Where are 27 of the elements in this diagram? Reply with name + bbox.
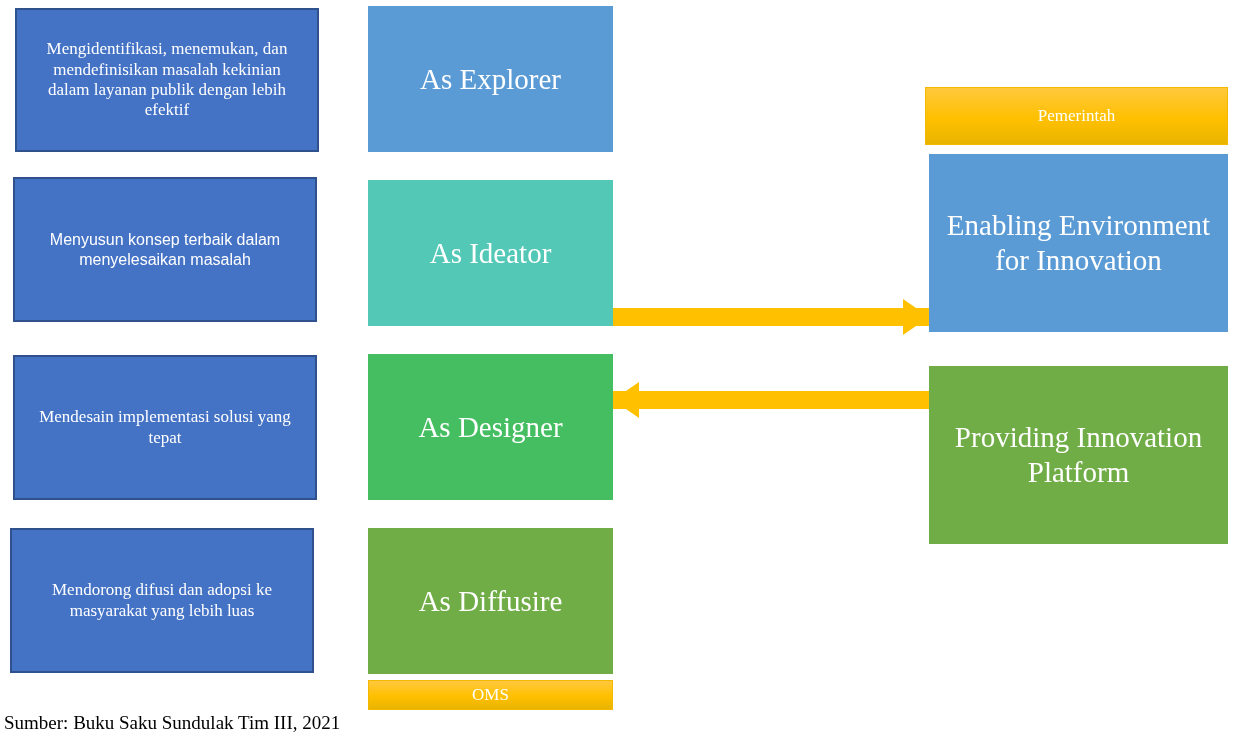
description-text: Mengidentifikasi, menemukan, dan mendefinisikan masalah kekinian dalam layanan publik dengan lebih efektif <box>45 39 289 121</box>
role-box <box>368 528 613 674</box>
box-label: Enabling Environment for Innovation <box>945 208 1212 278</box>
box-label: As Diffusire <box>418 583 563 619</box>
description-text: Mendorong difusi dan adopsi ke masyarakat yang lebih luas <box>51 580 273 621</box>
block-arrow <box>613 299 929 335</box>
role-box <box>368 180 613 326</box>
concept-box <box>929 154 1228 332</box>
role-box <box>368 6 613 152</box>
description-text: Mendesain implementasi solusi yang tepat <box>38 407 292 448</box>
description-box <box>13 355 317 500</box>
box-label: Providing Innovation Platform <box>953 420 1204 490</box>
box-label: As Ideator <box>429 235 552 271</box>
role-box <box>368 354 613 500</box>
concept-box <box>929 366 1228 544</box>
box-label: As Explorer <box>420 61 561 97</box>
description-box <box>10 528 314 673</box>
description-box <box>13 177 317 322</box>
block-arrow <box>613 382 929 418</box>
description-text: Menyusun konsep terbaik dalam menyelesaikan masalah <box>48 230 282 269</box>
box-label: As Designer <box>418 409 563 445</box>
group-label-bar <box>925 87 1228 145</box>
box-label: OMS <box>472 684 509 706</box>
caption: Sumber: Buku Saku Sundulak Tim III, 2021 <box>4 712 341 734</box>
group-label-bar <box>368 680 613 710</box>
box-label: Pemerintah <box>1037 105 1116 127</box>
description-box <box>15 8 319 152</box>
